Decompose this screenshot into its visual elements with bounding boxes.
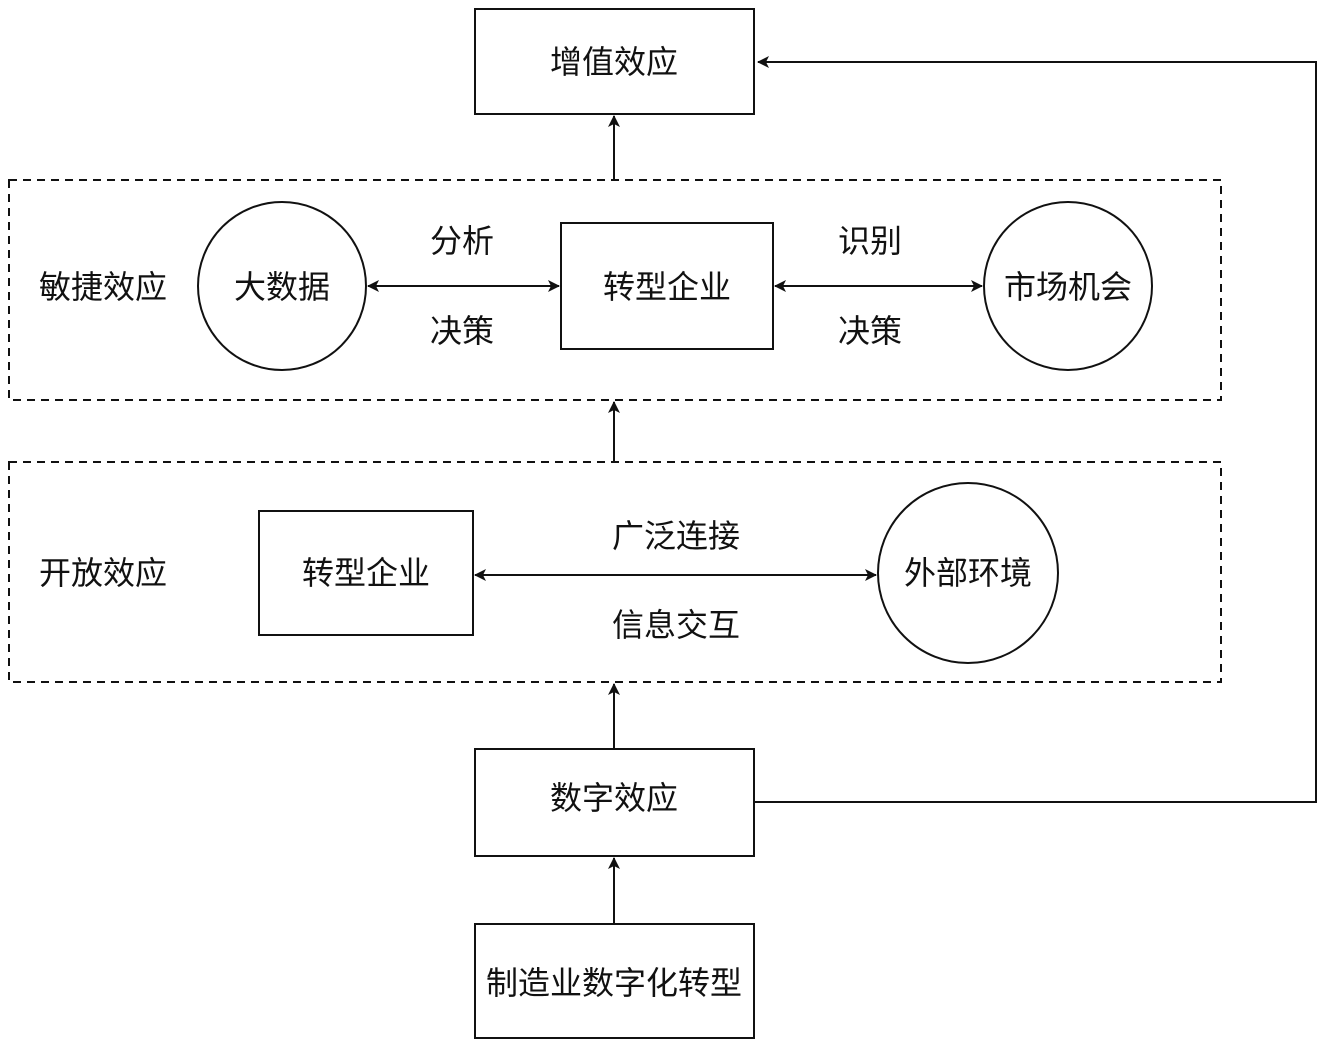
feedback-path [754,56,1317,803]
edge-label-info-interaction: 信息交互 [612,606,740,644]
transform-enterprise-agile-label: 转型企业 [603,268,731,306]
mfg-transformation-box [474,923,755,1039]
digital-effect-box [474,748,755,857]
mfg-transformation-label: 制造业数字化转型 [486,964,742,1002]
digital-effect-label: 数字效应 [550,779,678,817]
big-data-label: 大数据 [234,268,330,306]
transform-enterprise-open-box [258,510,474,636]
edge-label-decision-left: 决策 [430,312,494,350]
market-opportunity-circle [983,201,1153,371]
edge-label-analysis: 分析 [430,222,494,260]
transform-enterprise-open-label: 转型企业 [302,554,430,592]
edge-label-wide-connection: 广泛连接 [612,517,740,555]
market-opportunity-label: 市场机会 [1004,268,1132,306]
big-data-circle [197,201,367,371]
transform-enterprise-agile-box [560,222,774,350]
value-added-box [474,8,755,115]
edge-label-recognition: 识别 [838,222,902,260]
edge-label-decision-right: 决策 [838,312,902,350]
external-environment-circle [877,482,1059,664]
open-effect-label: 开放效应 [39,554,167,592]
external-environment-label: 外部环境 [904,554,1032,592]
value-added-label: 增值效应 [550,43,678,81]
agile-effect-label: 敏捷效应 [39,268,167,306]
